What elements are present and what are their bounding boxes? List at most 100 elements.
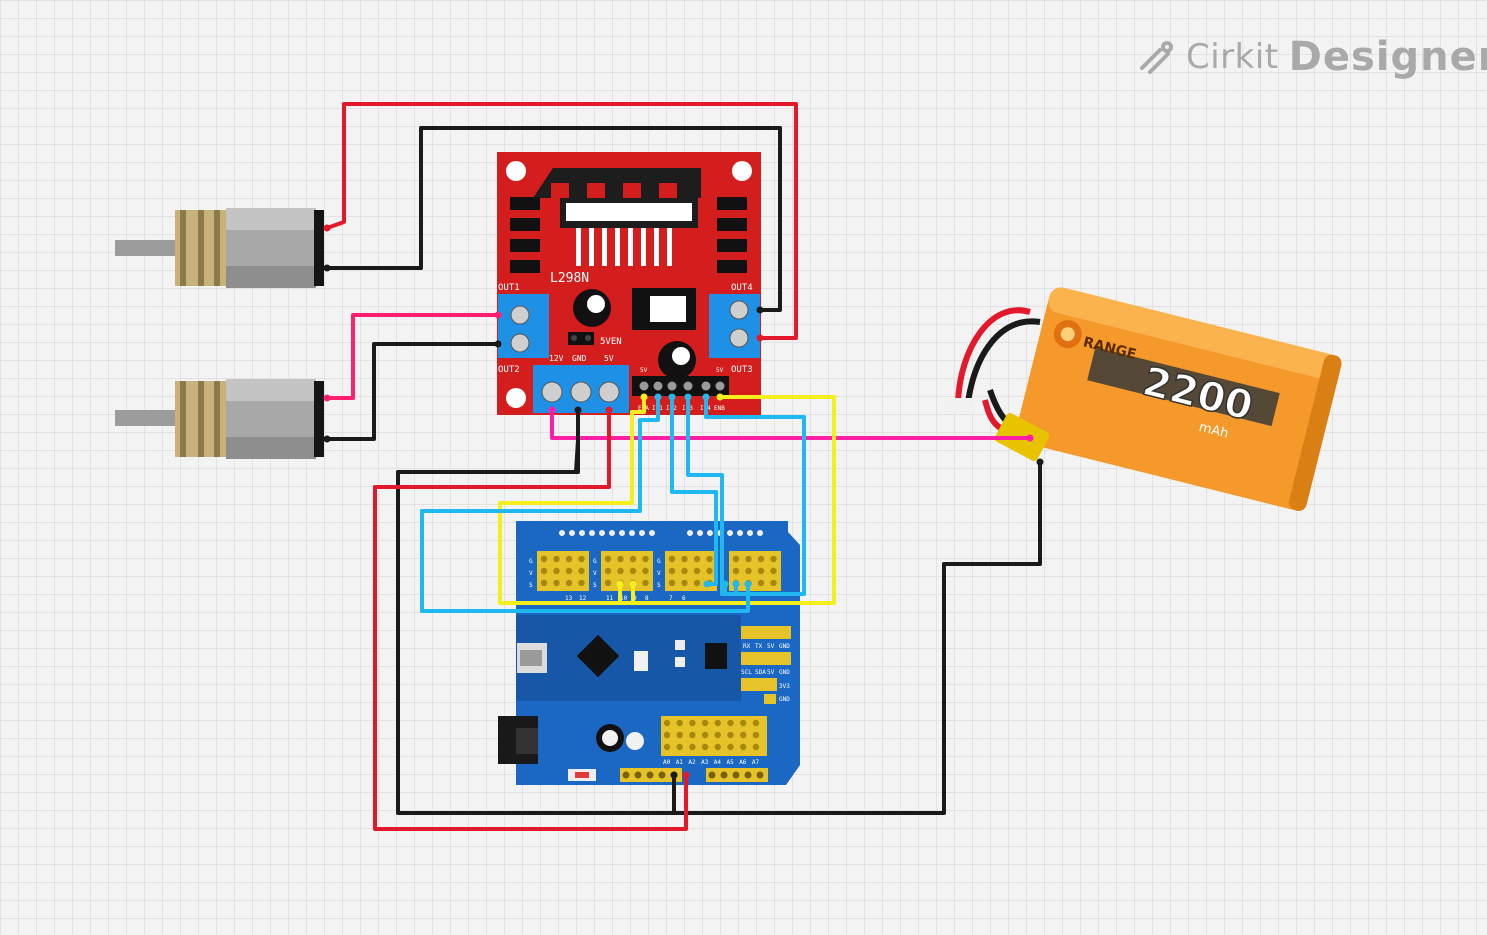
digital-pin-6: 6 — [682, 595, 686, 602]
cirkit-logo-icon — [1140, 41, 1173, 74]
out2-label: OUT2 — [498, 365, 520, 375]
shield-analog-pin-labels: A0 A1 A2 A3 A4 A5 A6 A7 — [663, 759, 760, 766]
header-label-5v: 5V — [767, 669, 775, 676]
header-pin-in4[interactable] — [701, 381, 711, 391]
power-terminal-block[interactable] — [533, 365, 629, 413]
header-pin-enb[interactable] — [715, 381, 725, 391]
wire-endpoint[interactable] — [548, 406, 556, 414]
digital-pin-7: 7 — [669, 595, 673, 602]
analog-pin-a4: A4 — [714, 759, 722, 766]
analog-pin-a5: A5 — [727, 759, 735, 766]
wire-endpoint[interactable] — [756, 334, 764, 342]
wire-endpoint[interactable] — [716, 393, 724, 401]
wire-endpoint[interactable] — [494, 340, 502, 348]
wire-motor1-red[interactable] — [325, 102, 798, 340]
wire-endpoint[interactable] — [703, 580, 711, 588]
analog-pin-a1: A1 — [676, 759, 684, 766]
header-label-gnd: GND — [779, 696, 790, 703]
analog-pin-a6: A6 — [739, 759, 747, 766]
wire-endpoint[interactable] — [682, 771, 690, 779]
wire-endpoint[interactable] — [684, 393, 692, 401]
wire-endpoint[interactable] — [640, 393, 648, 401]
out3-label: OUT3 — [731, 365, 753, 375]
terminal-out3-out4[interactable] — [709, 294, 760, 358]
wire-endpoint[interactable] — [721, 580, 729, 588]
row-label-g: G — [593, 558, 597, 565]
gear-motor-2[interactable] — [115, 379, 324, 459]
header-label-3v3: 3V3 — [779, 683, 790, 690]
wire-endpoint[interactable] — [605, 406, 613, 414]
wire-endpoint[interactable] — [668, 393, 676, 401]
digital-pin-8: 8 — [645, 595, 649, 602]
terminal-12v-label: 12V — [549, 354, 564, 363]
brand-word-cirkit: Cirkit — [1186, 37, 1279, 77]
wire-endpoint[interactable] — [756, 306, 764, 314]
wire-battery-12v[interactable] — [550, 408, 1032, 440]
row-label-s: S — [593, 582, 597, 589]
header-label-gnd: GND — [779, 643, 790, 650]
brand-word-designer: Designer — [1288, 34, 1487, 80]
terminal-out1-out2[interactable] — [498, 294, 549, 358]
wire-endpoint[interactable] — [323, 264, 331, 272]
wire-endpoint[interactable] — [323, 435, 331, 443]
pin-5v-left-label: 5V — [640, 367, 648, 374]
digital-pin-12: 12 — [579, 595, 587, 602]
header-label-5v: 5V — [767, 643, 775, 650]
gear-motor-1[interactable] — [115, 208, 324, 288]
wire-motor2-black[interactable] — [325, 342, 500, 441]
header-label-tx: TX — [755, 643, 763, 650]
wire-enb-yellow[interactable] — [618, 395, 836, 605]
wire-endpoint[interactable] — [574, 406, 582, 414]
wire-motor2-pink[interactable] — [325, 313, 500, 400]
jumper-5ven-label: 5VEN — [600, 337, 622, 347]
wire-ena-yellow[interactable] — [498, 395, 646, 605]
wire-endpoint[interactable] — [744, 580, 752, 588]
wire-gnd-black[interactable] — [574, 438, 580, 474]
l298n-label: L298N — [550, 271, 589, 286]
l298n-driver-board[interactable]: L298N 5VEN OUT1 OUT2 OUT4 OUT3 12V GND 5… — [497, 152, 761, 415]
row-label-v: V — [593, 570, 597, 577]
row-label-v: V — [529, 570, 533, 577]
header-label-gnd: GND — [779, 669, 790, 676]
analog-pin-a3: A3 — [701, 759, 709, 766]
cirkit-designer-logo: Cirkit Designer — [1138, 30, 1487, 84]
analog-pin-a7: A7 — [752, 759, 760, 766]
wire-endpoint[interactable] — [732, 580, 740, 588]
wire-in4-cyan[interactable] — [704, 395, 806, 596]
terminal-5v-label: 5V — [604, 354, 614, 363]
wire-endpoint[interactable] — [654, 393, 662, 401]
header-pin-in1[interactable] — [653, 381, 663, 391]
pin-5v-right-label: 5V — [716, 367, 724, 374]
wire-endpoint[interactable] — [616, 580, 624, 588]
wire-endpoint[interactable] — [323, 394, 331, 402]
wire-motor1-black[interactable] — [325, 126, 782, 312]
terminal-gnd-label: GND — [572, 354, 587, 363]
header-label-scl: SCL — [741, 669, 752, 676]
wire-endpoint[interactable] — [323, 224, 331, 232]
battery-unit-label: mAh — [1197, 420, 1230, 442]
wire-battery-gnd[interactable] — [396, 408, 1042, 815]
wire-5v-red[interactable] — [373, 408, 688, 831]
digital-pin-13: 13 — [565, 595, 573, 602]
header-label-sda: SDA — [755, 669, 766, 676]
header-label-rx: RX — [743, 643, 751, 650]
header-pin-ena[interactable] — [639, 381, 649, 391]
wire-endpoint[interactable] — [1026, 434, 1034, 442]
wire-endpoint[interactable] — [670, 771, 678, 779]
wire-endpoint[interactable] — [494, 311, 502, 319]
lipo-battery-2200mah[interactable]: RANGE 2200 mAh — [942, 285, 1343, 513]
wire-endpoint[interactable] — [629, 580, 637, 588]
header-pin-in2[interactable] — [667, 381, 677, 391]
header-pin-in3[interactable] — [683, 381, 693, 391]
out4-label: OUT4 — [731, 283, 753, 293]
analog-pin-a0: A0 — [663, 759, 671, 766]
wire-in1-cyan[interactable] — [420, 395, 750, 613]
analog-pin-a2: A2 — [688, 759, 696, 766]
wire-endpoint[interactable] — [702, 393, 710, 401]
row-label-g: G — [657, 558, 661, 565]
wire-endpoint[interactable] — [1036, 458, 1044, 466]
wire-in2-cyan[interactable] — [670, 395, 718, 586]
